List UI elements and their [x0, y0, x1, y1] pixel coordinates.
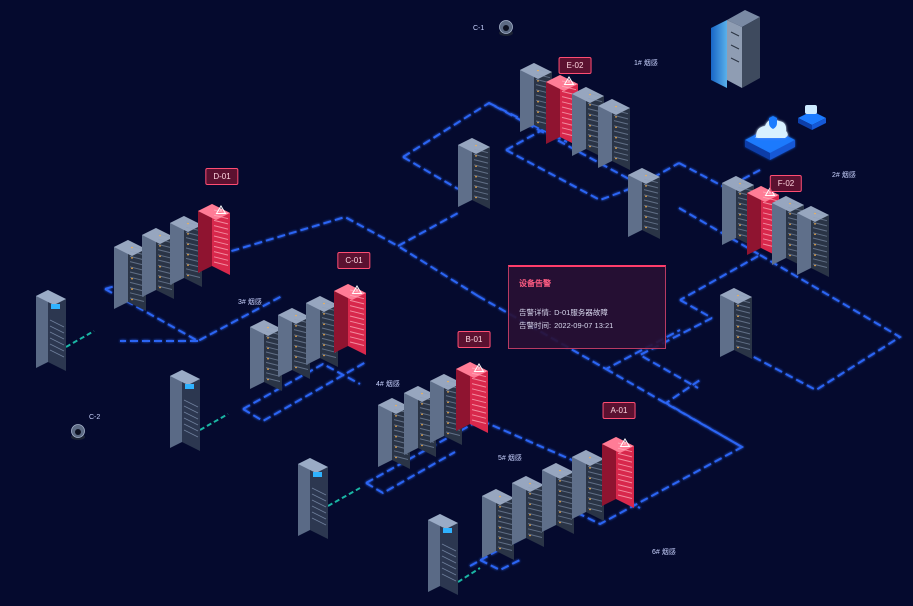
server-rack[interactable]: [602, 437, 634, 508]
precision-ac-icon[interactable]: [36, 290, 66, 371]
rack-group-label-d01[interactable]: D-01: [205, 168, 239, 185]
alert-title: 设备告警: [519, 279, 551, 288]
rack-group-label-c01[interactable]: C-01: [337, 252, 371, 269]
smoke-sensor-label[interactable]: 5# 烟感: [498, 455, 522, 462]
server-rack[interactable]: [572, 87, 604, 158]
alert-time-row: 告警时间:2022-09-07 13:21: [519, 319, 655, 332]
server-rack[interactable]: [598, 99, 630, 170]
rack-group-label-f02[interactable]: F-02: [769, 175, 803, 192]
server-rack[interactable]: [334, 284, 366, 355]
network-rack[interactable]: [458, 138, 490, 209]
server-rack[interactable]: [198, 204, 230, 275]
server-rack[interactable]: [572, 450, 604, 521]
precision-ac-icon[interactable]: [428, 514, 458, 595]
racks-layer: [114, 63, 829, 560]
warning-icon: [563, 76, 575, 85]
precision-ac-icon[interactable]: [298, 458, 328, 539]
server-rack[interactable]: [456, 362, 488, 433]
alert-time-label: 告警时间:: [519, 321, 552, 330]
server-rack[interactable]: [797, 206, 829, 277]
server-rack[interactable]: [542, 463, 574, 534]
smoke-sensor-label[interactable]: 1# 烟感: [634, 60, 658, 67]
alert-detail-row: 告警详情:D-01服务器故障: [519, 306, 655, 319]
server-rack[interactable]: [250, 320, 282, 391]
device-alert-panel[interactable]: 设备告警 告警详情:D-01服务器故障 告警时间:2022-09-07 13:2…: [508, 265, 666, 349]
camera-label: C-1: [473, 25, 485, 32]
server-rack[interactable]: [278, 308, 310, 379]
server-rack[interactable]: [142, 228, 174, 299]
server-rack[interactable]: [114, 240, 146, 311]
rack-group-label-e02[interactable]: E-02: [558, 57, 592, 74]
camera-icon[interactable]: [71, 424, 85, 441]
warning-icon: [351, 285, 363, 294]
network-rack[interactable]: [628, 168, 660, 239]
server-rack[interactable]: [482, 489, 514, 560]
electrical-cabinet-icon[interactable]: [711, 10, 760, 88]
smoke-sensor-label[interactable]: 3# 烟感: [238, 299, 262, 306]
rack-group-label-a01[interactable]: A-01: [602, 402, 636, 419]
warning-icon: [215, 205, 227, 214]
cloud-security-icon[interactable]: [745, 116, 795, 160]
camera-label: C-2: [89, 414, 101, 421]
ac-layer: [36, 290, 458, 595]
rack-group-label-b01[interactable]: B-01: [457, 331, 491, 348]
smoke-sensor-label[interactable]: 2# 烟感: [832, 172, 856, 179]
warning-icon: [473, 363, 485, 372]
server-rack[interactable]: [170, 216, 202, 287]
alert-detail-value: D-01服务器故障: [554, 308, 608, 317]
router-icon[interactable]: [798, 105, 826, 130]
smoke-sensor-label[interactable]: 6# 烟感: [652, 549, 676, 556]
smoke-sensor-label[interactable]: 4# 烟感: [376, 381, 400, 388]
camera-icon[interactable]: [499, 20, 513, 37]
alert-time-value: 2022-09-07 13:21: [554, 321, 614, 330]
server-rack[interactable]: [306, 296, 338, 367]
network-rack[interactable]: [720, 288, 752, 359]
warning-icon: [619, 438, 631, 447]
precision-ac-icon[interactable]: [170, 370, 200, 451]
server-rack[interactable]: [512, 476, 544, 547]
alert-detail-label: 告警详情:: [519, 308, 552, 317]
cooling-pipes: [65, 330, 481, 583]
